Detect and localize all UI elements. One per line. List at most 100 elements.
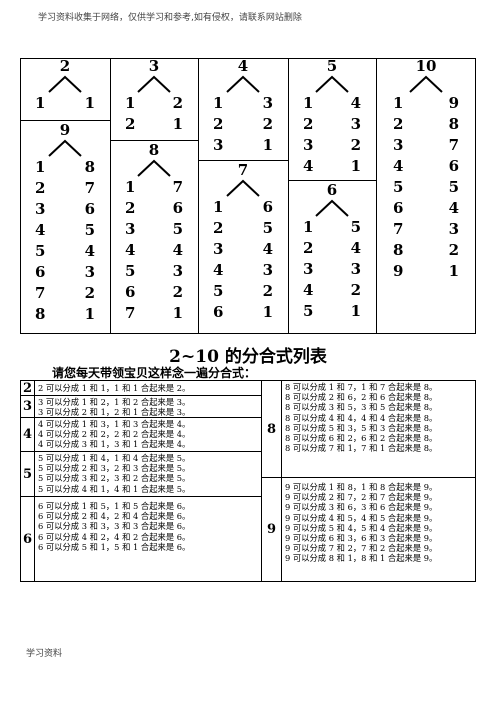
table-number-8: 8 bbox=[262, 381, 282, 478]
pair-right: 1 bbox=[262, 136, 273, 154]
pair-left: 2 bbox=[125, 115, 136, 133]
split-branch-icon bbox=[137, 75, 171, 93]
pair-left: 3 bbox=[213, 136, 224, 154]
whole-number: 4 bbox=[237, 57, 249, 75]
pair-right: 5 bbox=[448, 178, 459, 196]
split-branch-icon bbox=[48, 75, 82, 93]
whole-number: 10 bbox=[415, 57, 437, 75]
split-branch-icon bbox=[315, 199, 349, 217]
table-number-3: 3 bbox=[21, 396, 35, 418]
pair-left: 4 bbox=[303, 281, 314, 299]
pair-left: 2 bbox=[303, 239, 314, 257]
footer-note: 学习资料 bbox=[26, 649, 63, 659]
whole-number: 8 bbox=[148, 141, 160, 159]
pair-left: 1 bbox=[303, 94, 314, 112]
pair-right: 2 bbox=[262, 115, 273, 133]
split-branch-icon bbox=[409, 75, 443, 93]
pair-left: 3 bbox=[303, 260, 314, 278]
pair-right: 2 bbox=[172, 283, 183, 301]
pair-left: 6 bbox=[125, 283, 136, 301]
pair-right: 3 bbox=[84, 263, 95, 281]
pair-left: 4 bbox=[393, 157, 404, 175]
table-number-9: 9 bbox=[262, 478, 282, 581]
pair-right: 5 bbox=[350, 218, 361, 236]
whole-number: 3 bbox=[148, 57, 160, 75]
whole-number: 9 bbox=[59, 121, 71, 139]
pair-left: 3 bbox=[35, 200, 46, 218]
pair-left: 2 bbox=[35, 179, 46, 197]
pair-left: 3 bbox=[125, 220, 136, 238]
pair-right: 3 bbox=[172, 262, 183, 280]
pair-left: 8 bbox=[393, 241, 404, 259]
pair-left: 6 bbox=[393, 199, 404, 217]
pair-left: 7 bbox=[393, 220, 404, 238]
pair-right: 5 bbox=[262, 219, 273, 237]
pair-left: 4 bbox=[303, 157, 314, 175]
split-branch-icon bbox=[137, 159, 171, 177]
table-number-6: 6 bbox=[21, 497, 35, 581]
pair-right: 8 bbox=[84, 158, 95, 176]
pair-right: 1 bbox=[448, 262, 459, 280]
pair-left: 3 bbox=[303, 136, 314, 154]
pair-right: 7 bbox=[172, 178, 183, 196]
whole-number: 6 bbox=[326, 181, 338, 199]
split-branch-icon bbox=[315, 75, 349, 93]
pair-left: 4 bbox=[125, 241, 136, 259]
table-lines-8: 8 可以分成 1 和 7，1 和 7 合起来是 8。8 可以分成 2 和 6，2… bbox=[282, 381, 475, 478]
pair-left: 3 bbox=[393, 136, 404, 154]
pair-right: 1 bbox=[84, 305, 95, 323]
pair-right: 3 bbox=[350, 115, 361, 133]
pair-right: 2 bbox=[262, 282, 273, 300]
pair-right: 1 bbox=[262, 303, 273, 321]
pair-right: 2 bbox=[350, 136, 361, 154]
pair-right: 6 bbox=[84, 200, 95, 218]
pair-right: 4 bbox=[172, 241, 183, 259]
pair-right: 1 bbox=[350, 302, 361, 320]
pair-left: 1 bbox=[35, 94, 46, 112]
subtitle: 请您每天带领宝贝这样念一遍分合式： bbox=[52, 366, 257, 380]
table-lines-2: 2 可以分成 1 和 1，1 和 1 合起来是 2。 bbox=[35, 381, 261, 396]
pair-left: 6 bbox=[213, 303, 224, 321]
pair-right: 6 bbox=[172, 199, 183, 217]
pair-left: 1 bbox=[125, 94, 136, 112]
decomposition-table: 2 2 可以分成 1 和 1，1 和 1 合起来是 2。 3 3 可以分成 1 … bbox=[20, 380, 476, 582]
pair-left: 5 bbox=[125, 262, 136, 280]
table-number-5: 5 bbox=[21, 452, 35, 497]
pair-left: 4 bbox=[35, 221, 46, 239]
